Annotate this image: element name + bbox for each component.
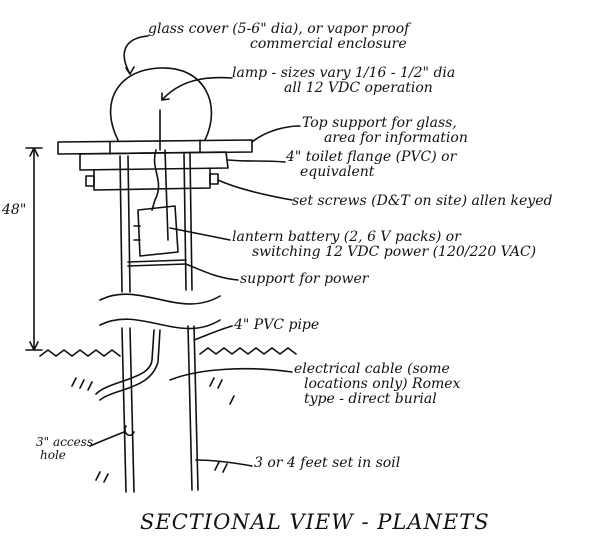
leader-battery	[169, 227, 231, 241]
label-top-support: Top support for glass, area for informat…	[302, 115, 468, 146]
break-line-bottom	[99, 318, 221, 330]
pipe-wall-upper-left-inner	[127, 155, 131, 293]
pipe-wall-lower-left-inner	[129, 327, 135, 493]
set-screw-left	[85, 175, 95, 187]
lamp-wire	[151, 109, 161, 211]
break-line-top	[99, 293, 221, 305]
leader-access	[89, 431, 125, 447]
label-electrical-cable: electrical cable (some locations only) R…	[294, 361, 461, 407]
pipe-wall-lower-right-inner	[187, 325, 193, 491]
leader-cable	[169, 367, 293, 381]
set-screw-right	[209, 173, 219, 185]
pipe-wall-upper-left	[119, 155, 123, 293]
glass-globe	[109, 67, 213, 141]
leader-support-power	[185, 263, 239, 281]
soil-hatch	[71, 377, 235, 483]
electrical-cable	[95, 329, 161, 401]
leader-top-support	[251, 125, 301, 143]
leader-soil	[195, 459, 253, 467]
label-set-screws: set screws (D&T on site) allen keyed	[292, 193, 553, 209]
ground-line	[39, 347, 297, 357]
pipe-wall-upper-right	[189, 153, 193, 291]
leader-set-screws	[217, 179, 293, 201]
label-access-hole: 3" access hole	[36, 435, 93, 462]
dimension-48: 48"	[2, 202, 27, 218]
drawing-title: SECTIONAL VIEW - PLANETS	[140, 510, 490, 534]
label-glass-cover: glass cover (5-6" dia), or vapor proof c…	[148, 21, 410, 52]
pipe-wall-upper-right-inner	[183, 153, 187, 291]
leader-lamp	[161, 76, 233, 101]
label-lamp-sizes: lamp - sizes vary 1/16 - 1/2" dia all 12…	[232, 65, 456, 96]
toilet-flange	[79, 151, 229, 171]
leader-glass	[123, 35, 149, 75]
leader-flange	[227, 159, 286, 163]
label-toilet-flange: 4" toilet flange (PVC) or equivalent	[286, 149, 457, 180]
label-support-power: support for power	[240, 271, 369, 287]
label-pvc-pipe: 4" PVC pipe	[234, 317, 320, 333]
power-support	[127, 259, 187, 267]
leader-pipe	[193, 325, 233, 341]
dimension-line	[25, 147, 43, 351]
label-soil: 3 or 4 feet set in soil	[254, 455, 401, 471]
top-support-plate	[57, 139, 253, 155]
battery-box	[137, 205, 179, 257]
pipe-wall-lower-right	[193, 325, 199, 491]
access-hole	[124, 425, 135, 437]
pipe-wall-lower-left	[121, 327, 127, 493]
label-lantern-battery: lantern battery (2, 6 V packs) or switch…	[232, 229, 537, 260]
